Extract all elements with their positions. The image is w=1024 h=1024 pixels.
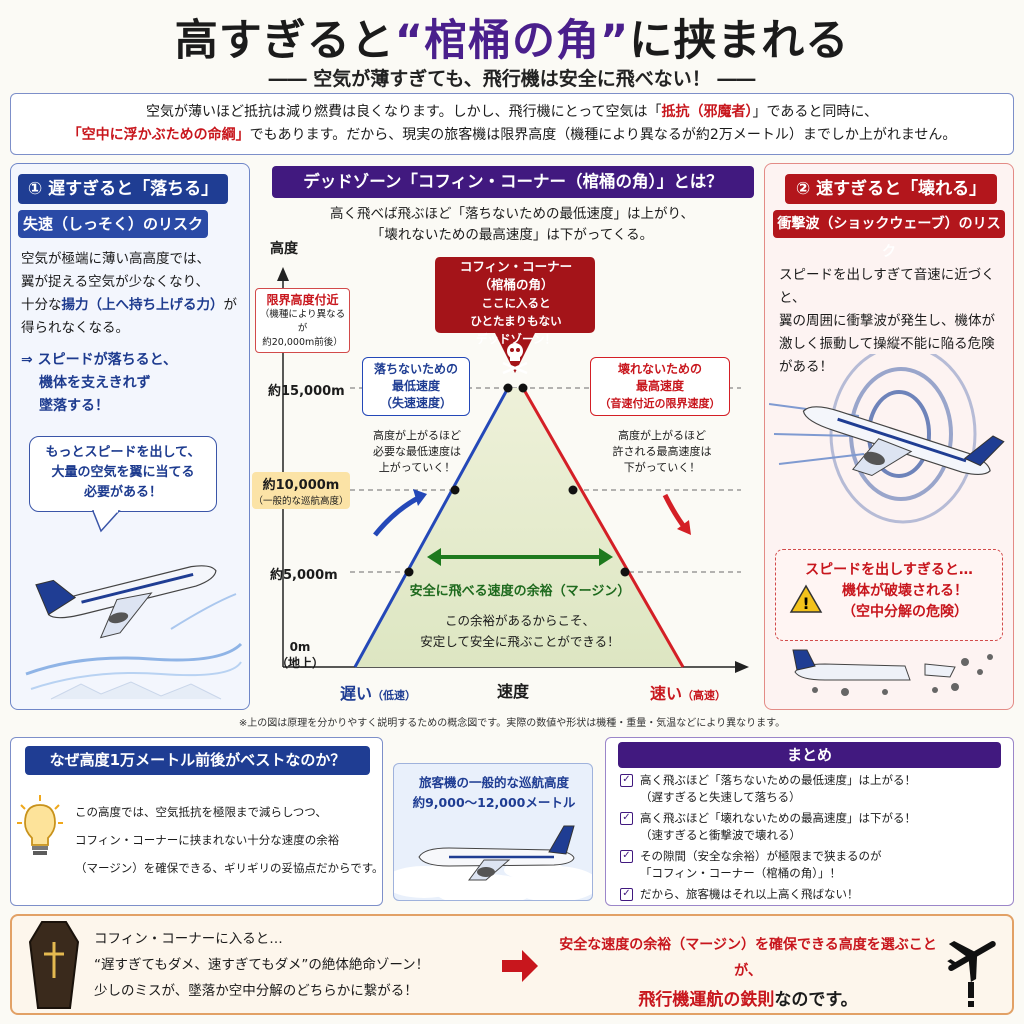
- svg-text:!: !: [802, 594, 809, 613]
- alt-0-label: 0m（地上）: [276, 640, 325, 670]
- summary-item: ✓だから、旅客機はそれ以上高く飛ばない！: [618, 886, 1008, 903]
- alt-10000-label: 約10,000m （一般的な巡航高度）: [252, 472, 350, 509]
- airplane-warning-icon: [947, 940, 996, 1007]
- max-speed-note: 高度が上がるほど許される最高速度は下がっていく！: [612, 429, 712, 474]
- red-arrow-icon: [502, 950, 538, 982]
- min-speed-note: 高度が上がるほど必要な最低速度は上がっていく！: [373, 429, 461, 474]
- warning-icon: !: [789, 584, 823, 613]
- center-header: デッドゾーン「コフィン・コーナー（棺桶の角）」とは？: [272, 166, 754, 198]
- slow-label: 遅い（低速）: [340, 684, 417, 703]
- alt-15000-label: 約15,000m: [268, 384, 345, 399]
- stall-panel: ① 遅すぎると「落ちる」 失速（しっそく）のリスク 空気が極端に薄い高高度では、…: [10, 163, 250, 710]
- overspeed-header: ② 速すぎると「壊れる」: [785, 174, 997, 204]
- why-10000m-panel: なぜ高度1万メートル前後がベストなのか？ この高度では、空気抵抗を極限まで減らし…: [10, 737, 384, 906]
- checkbox-icon: ✓: [620, 774, 633, 787]
- summary-panel: まとめ ✓高く飛ぶほど「落ちないための最低速度」は上がる！（遅すぎると失速して落…: [605, 737, 1014, 906]
- cruise-altitude-card: 旅客機の一般的な巡航高度 約9,000〜12,000メートル: [393, 763, 593, 901]
- stall-header: ① 遅すぎると「落ちる」: [18, 174, 228, 204]
- airplane-climbing-icon: [25, 565, 243, 700]
- overspeed-panel: ② 速すぎると「壊れる」 衝撃波（ショックウェーブ）のリスク スピードを出しすぎ…: [764, 163, 1014, 710]
- page-title: 高すぎると“棺桶の角”に挟まれる: [174, 16, 850, 66]
- checkbox-icon: ✓: [620, 850, 633, 863]
- overspeed-subheader: 衝撃波（ショックウェーブ）のリスク: [773, 210, 1005, 260]
- speed-up-bubble: もっとスピードを出して、大量の空気を翼に当てる必要がある！: [29, 436, 217, 512]
- center-description: 高く飛べば飛ぶほど「落ちないための最低速度」は上がり、「壊れないための最高速度」…: [330, 206, 694, 243]
- summary-item: ✓高く飛ぶほど「壊れないための最高速度」は下がる！（速すぎると衝撃波で壊れる）: [618, 810, 1008, 844]
- safe-margin-note: この余裕があるからこそ、安定して安全に飛ぶことができる！: [420, 613, 620, 649]
- cruising-airplane-icon: [394, 825, 592, 900]
- lightbulb-icon: [17, 795, 63, 855]
- y-axis-label: 高度: [270, 241, 298, 257]
- summary-item: ✓高く飛ぶほど「落ちないための最低速度」は上がる！（遅すぎると失速して落ちる）: [618, 772, 1008, 806]
- footer-box: コフィン・コーナーに入ると…“遅すぎてもダメ、速すぎてもダメ”の絶体絶命ゾーン！…: [10, 914, 1014, 1015]
- limit-altitude-label: 限界高度付近 （機種により異なるが 約20,000m前後）: [255, 288, 350, 353]
- min-speed-box: 落ちないための最低速度（失速速度）: [362, 357, 470, 416]
- stall-subheader: 失速（しっそく）のリスク: [18, 210, 208, 238]
- checkbox-icon: ✓: [620, 812, 633, 825]
- alt-5000-label: 約5,000m: [270, 568, 338, 583]
- destruction-warning: [775, 549, 1003, 641]
- broken-airplane-icon: [792, 649, 993, 696]
- intro-box: 空気が薄いほど抵抗は減り燃費は良くなります。しかし、飛行機にとって空気は「抵抗（…: [10, 93, 1014, 155]
- coffin-icon: [28, 921, 80, 1009]
- footnote: ※上の図は原理を分かりやすく説明するための概念図です。実際の数値や形状は機種・重…: [238, 718, 786, 729]
- fast-label: 速い（高速）: [650, 684, 727, 703]
- coffin-corner-callout: コフィン・コーナー（棺桶の角） ここに入るとひとたまりもないデッドゾーン！: [459, 259, 573, 346]
- checkbox-icon: ✓: [620, 888, 633, 901]
- why-header: なぜ高度1万メートル前後がベストなのか？: [25, 746, 370, 775]
- x-axis-label: 速度: [497, 682, 530, 701]
- page-subtitle: ―― 空気が薄すぎても、飛行機は安全に飛べない！ ――: [268, 68, 756, 90]
- max-speed-box: 壊れないための最高速度（音速付近の限界速度）: [590, 357, 730, 416]
- stall-consequence: ⇒ スピードが落ちると、機体を支えきれず墜落する！: [21, 352, 178, 414]
- safe-margin-label: 安全に飛べる速度の余裕（マージン）: [409, 584, 631, 599]
- bubble-tail: [91, 509, 121, 533]
- shockwave-airplane-icon: [769, 354, 1005, 524]
- summary-header: まとめ: [618, 742, 1001, 768]
- summary-item: ✓その隙間（安全な余裕）が極限まで狭まるのが「コフィン・コーナー（棺桶の角）」！: [618, 848, 1008, 882]
- skull-icon: [502, 343, 528, 375]
